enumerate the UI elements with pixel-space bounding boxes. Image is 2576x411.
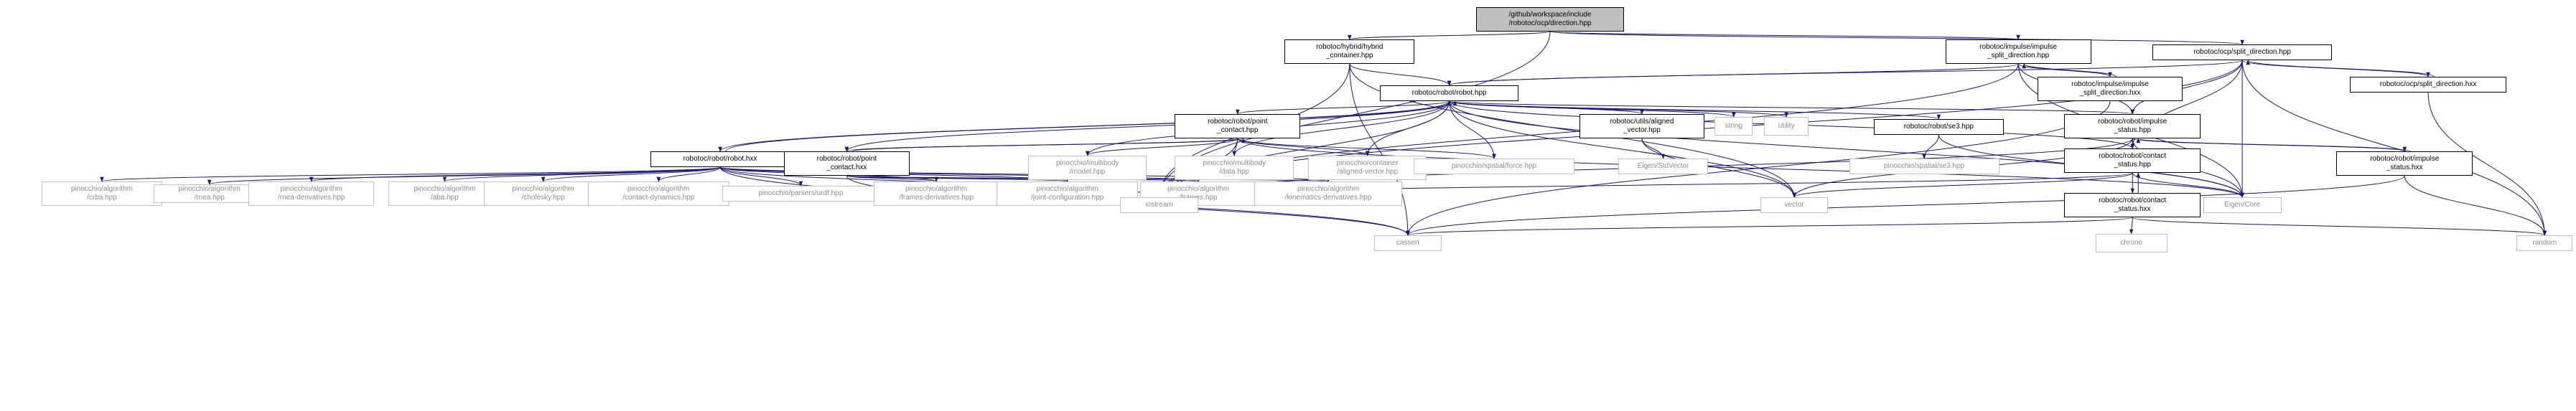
node-pin-se3: pinocchio/spatial/se3.hpp [1849,159,1999,174]
node-imp-split-hxx[interactable]: robotoc/impulse/impulse _split_direction… [2037,77,2183,101]
edge-contact_status_hxx-to-chrono [2129,217,2134,235]
node-pin-cholesky: pinocchio/algorithm /cholesky.hpp [483,181,603,206]
edge-robot_hpp-to-imp_status_hpp [1449,100,2134,115]
node-hybrid-cont[interactable]: robotoc/hybrid/hybrid _container.hpp [1284,39,1415,64]
node-point-contact-hxx[interactable]: robotoc/robot/point _contact.hxx [784,151,910,176]
node-contact-status-hxx[interactable]: robotoc/robot/contact _status.hxx [2064,193,2201,217]
node-pin-kin-der: pinocchio/algorithm /kinematics-derivati… [1254,181,1403,206]
edge-point_contact_hpp-to-pin_force [1237,138,1496,159]
edge-contact_status_hpp-to-vector [1792,172,2133,198]
edge-robot_hpp-to-vector [1449,100,1796,198]
edge-ocp_split_hpp-to-robot_hpp [1447,60,2243,86]
edge-ocp_split_hpp-to-imp_status_hpp [2130,60,2243,115]
node-pin-rnea-der: pinocchio/algorithm /rnea-derivatives.hp… [248,181,375,206]
edge-hybrid_cont-to-vector [1349,63,1796,198]
node-vector: vector [1760,197,1828,213]
edge-contact_status_hxx-to-random [2132,217,2547,236]
edge-ocp_split_hxx-to-random [2427,92,2547,236]
node-aligned-vec[interactable]: robotoc/utils/aligned _vector.hpp [1579,114,1705,138]
node-chrono: chrono [2095,234,2167,252]
edge-hybrid_cont-to-cassert [1349,63,1410,236]
edge-imp_split_hxx-to-imp_split_hpp [2022,63,2117,77]
edge-ocp_split_hpp-to-random [2241,60,2547,236]
node-utility: utility [1764,117,1809,136]
node-pin-frames-der: pinocchio/algorithm /frames-derivatives.… [873,181,999,206]
edge-ocp_split_hxx-to-ocp_split_hpp [2246,60,2435,77]
edge-robot_hxx-to-pin_contact_dyn [656,166,721,182]
edge-imp_status_hxx-to-cassert [1406,175,2405,236]
node-point-contact-hpp[interactable]: robotoc/robot/point _contact.hpp [1175,114,1301,138]
edge-imp_status_hxx-to-imp_status_hpp [2136,138,2411,152]
edge-robot_hxx-to-pin_cholesky [541,166,721,182]
edge-robot_hpp-to-pin_force [1449,100,1496,159]
edge-point_contact_hxx-to-pin_frames_der [846,175,938,182]
edge-root-to-imp_split_hpp [1549,31,2020,40]
edge-aligned_vec-to-vector [1641,138,1796,198]
edge-imp_status_hxx-to-random [2404,175,2547,236]
node-pin-force: pinocchio/spatial/force.hpp [1413,159,1575,174]
edge-robot_hpp-to-point_contact_hpp [1236,100,1450,115]
node-robot-hxx[interactable]: robotoc/robot/robot.hxx [650,151,790,167]
edge-point_contact_hpp-to-eigen_core [1237,138,2244,198]
node-iostream: iostream [1120,197,1199,213]
edge-hybrid_cont-to-robot_hpp [1349,63,1452,86]
node-imp-split-hpp[interactable]: robotoc/impulse/impulse _split_direction… [1945,39,2091,64]
edge-root-to-ocp_split_hpp [1549,31,2244,45]
edge-se3_hpp-to-pin_se3 [1922,134,1939,159]
node-ocp-split-hpp[interactable]: robotoc/ocp/split_direction.hpp [2152,44,2332,60]
edge-aligned_vec-to-eigen_stdvec [1641,138,1666,159]
node-eigen-stdvec: Eigen/StdVector [1618,159,1708,174]
edge-robot_hxx-to-robot_hpp [725,100,1457,152]
edge-contact_status_hxx-to-cassert [1406,217,2133,236]
edge-robot_hpp-to-se3_hpp [1449,100,1941,120]
edge-robot_hpp-to-pin_data [1232,100,1450,156]
edge-robot_hxx-to-pin_kin_der [719,166,1330,182]
node-pin-aba: pinocchio/algorithm /aba.hpp [388,181,501,206]
node-random: random [2516,235,2573,251]
node-eigen-core: Eigen/Core [2203,197,2282,213]
edge-robot_hxx-to-pin_crba [100,166,721,182]
node-pin-data: pinocchio/multibody /data.hpp [1175,156,1294,180]
node-imp-status-hxx[interactable]: robotoc/robot/impulse _status.hxx [2336,151,2473,176]
edge-robot_hpp-to-iostream [1157,100,1450,198]
node-pin-contact-dyn: pinocchio/algorithm /contact-dynamics.hp… [588,181,729,206]
node-pin-crba: pinocchio/algorithm /crba.hpp [41,181,163,206]
node-robot-hpp[interactable]: robotoc/robot/robot.hpp [1379,85,1519,101]
node-pin-rnea: pinocchio/algorithm /rnea.hpp [153,184,266,203]
edge-point_contact_hxx-to-point_contact_hpp [851,138,1246,152]
edge-robot_hxx-to-pin_aba [442,166,721,182]
node-se3-hpp[interactable]: robotoc/robot/se3.hpp [1873,119,2004,135]
edge-robot_hxx-to-pin_urdf [719,166,803,186]
node-string: string [1714,117,1753,136]
node-ocp-split-hxx[interactable]: robotoc/ocp/split_direction.hxx [2349,77,2507,93]
node-pin-urdf: pinocchio/parsers/urdf.hpp [722,186,879,202]
edge-point_contact_hpp-to-pin_model [1086,138,1238,156]
edge-root-to-hybrid_cont [1348,31,1551,40]
edge-imp_split_hpp-to-imp_split_hxx [2017,63,2112,77]
node-pin-joint-cfg: pinocchio/algorithm /joint-configuration… [997,181,1138,206]
edge-robot_hxx-to-pin_rnea_der [309,166,721,182]
node-contact-status-hpp[interactable]: robotoc/robot/contact _status.hpp [2064,148,2201,173]
node-pin-model: pinocchio/multibody /model.hpp [1028,156,1147,180]
node-root[interactable]: /github/workspace/include /robotoc/ocp/d… [1476,7,1624,32]
node-pin-aligned: pinocchio/container /aligned-vector.hpp [1308,156,1427,180]
node-cassert: cassert [1374,235,1442,251]
node-imp-status-hpp[interactable]: robotoc/robot/impulse _status.hpp [2064,114,2201,138]
